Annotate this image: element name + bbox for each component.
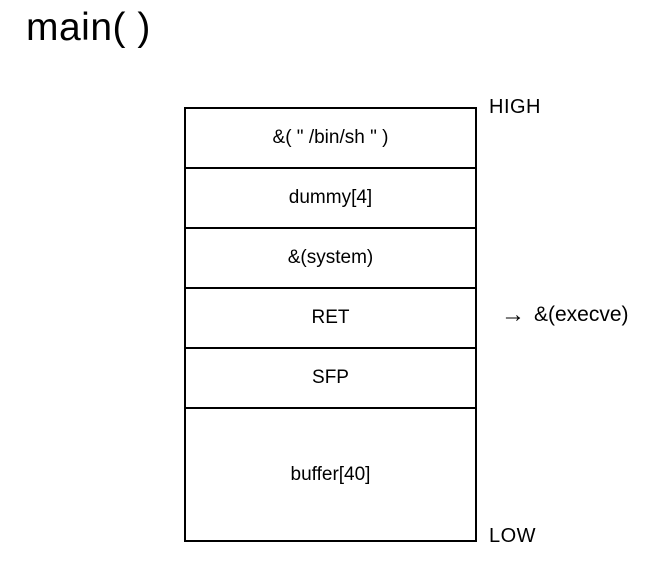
stack-cell-system-pointer: &(system) bbox=[186, 229, 475, 289]
stack-cell-binsh-pointer: &( " /bin/sh " ) bbox=[186, 109, 475, 169]
stack-cell-sfp: SFP bbox=[186, 349, 475, 409]
right-arrow-icon: → bbox=[501, 301, 525, 328]
high-address-label: HIGH bbox=[489, 96, 541, 118]
low-address-label: LOW bbox=[489, 525, 537, 547]
stack-cell-dummy: dummy[4] bbox=[186, 169, 475, 229]
stack-frame-diagram: &( " /bin/sh " ) dummy[4] &(system) RET … bbox=[184, 107, 477, 542]
ret-annotation-label: &(execve) bbox=[534, 303, 629, 326]
page-title: main( ) bbox=[26, 6, 151, 49]
stack-cell-ret: RET bbox=[186, 289, 475, 349]
ret-annotation: → &(execve) bbox=[501, 303, 629, 327]
stack-cell-buffer: buffer[40] bbox=[290, 463, 371, 485]
